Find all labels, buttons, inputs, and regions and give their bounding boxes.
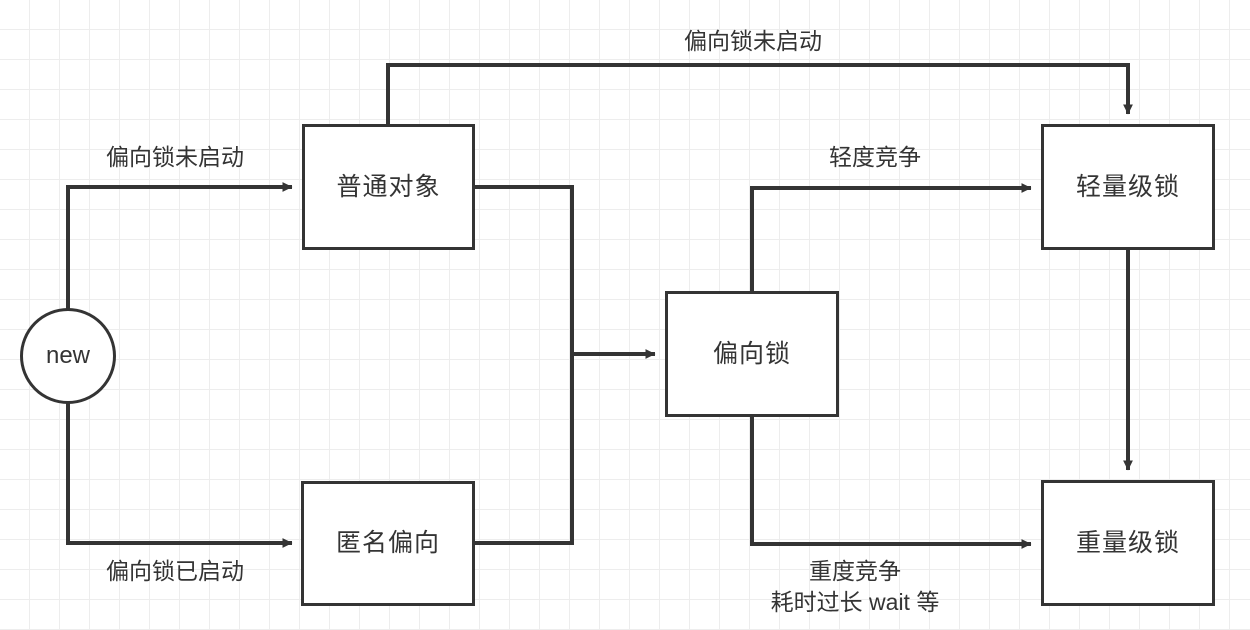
edge-label-biased-to-lightweight: 轻度竞争 <box>829 144 921 170</box>
edge-anonymous-to-biased <box>475 354 574 545</box>
node-heavyweight-lock[interactable]: 重量级锁 <box>1041 480 1215 606</box>
node-anonymous-biased-label: 匿名偏向 <box>335 529 440 557</box>
edge-label-new-to-normal: 偏向锁未启动 <box>106 144 244 170</box>
node-new[interactable]: new <box>20 308 116 404</box>
edge-label-biased-to-heavyweight-line1: 重度竞争 <box>809 558 901 584</box>
edge-biased-to-heavyweight <box>750 417 1032 549</box>
edge-label-normal-to-lightweight: 偏向锁未启动 <box>684 28 822 54</box>
node-lightweight-lock[interactable]: 轻量级锁 <box>1041 124 1215 250</box>
edge-new-to-anonymous <box>66 394 293 548</box>
node-anonymous-biased[interactable]: 匿名偏向 <box>301 481 475 606</box>
node-normal-object-label: 普通对象 <box>336 172 441 201</box>
node-new-label: new <box>45 342 91 369</box>
edge-label-new-to-anonymous: 偏向锁已启动 <box>106 558 244 584</box>
node-lightweight-lock-label: 轻量级锁 <box>1075 172 1180 201</box>
node-normal-object[interactable]: 普通对象 <box>302 124 475 250</box>
edge-new-to-normal <box>66 182 293 320</box>
edge-biased-to-lightweight <box>750 183 1032 291</box>
node-biased-lock-label: 偏向锁 <box>712 339 791 368</box>
node-heavyweight-lock-label: 重量级锁 <box>1075 528 1180 557</box>
edge-normal-to-lightweight <box>386 63 1133 124</box>
edge-normal-to-biased <box>474 185 656 359</box>
edge-label-biased-to-heavyweight-line2: 耗时过长 wait 等 <box>770 589 940 615</box>
node-biased-lock[interactable]: 偏向锁 <box>665 291 839 417</box>
